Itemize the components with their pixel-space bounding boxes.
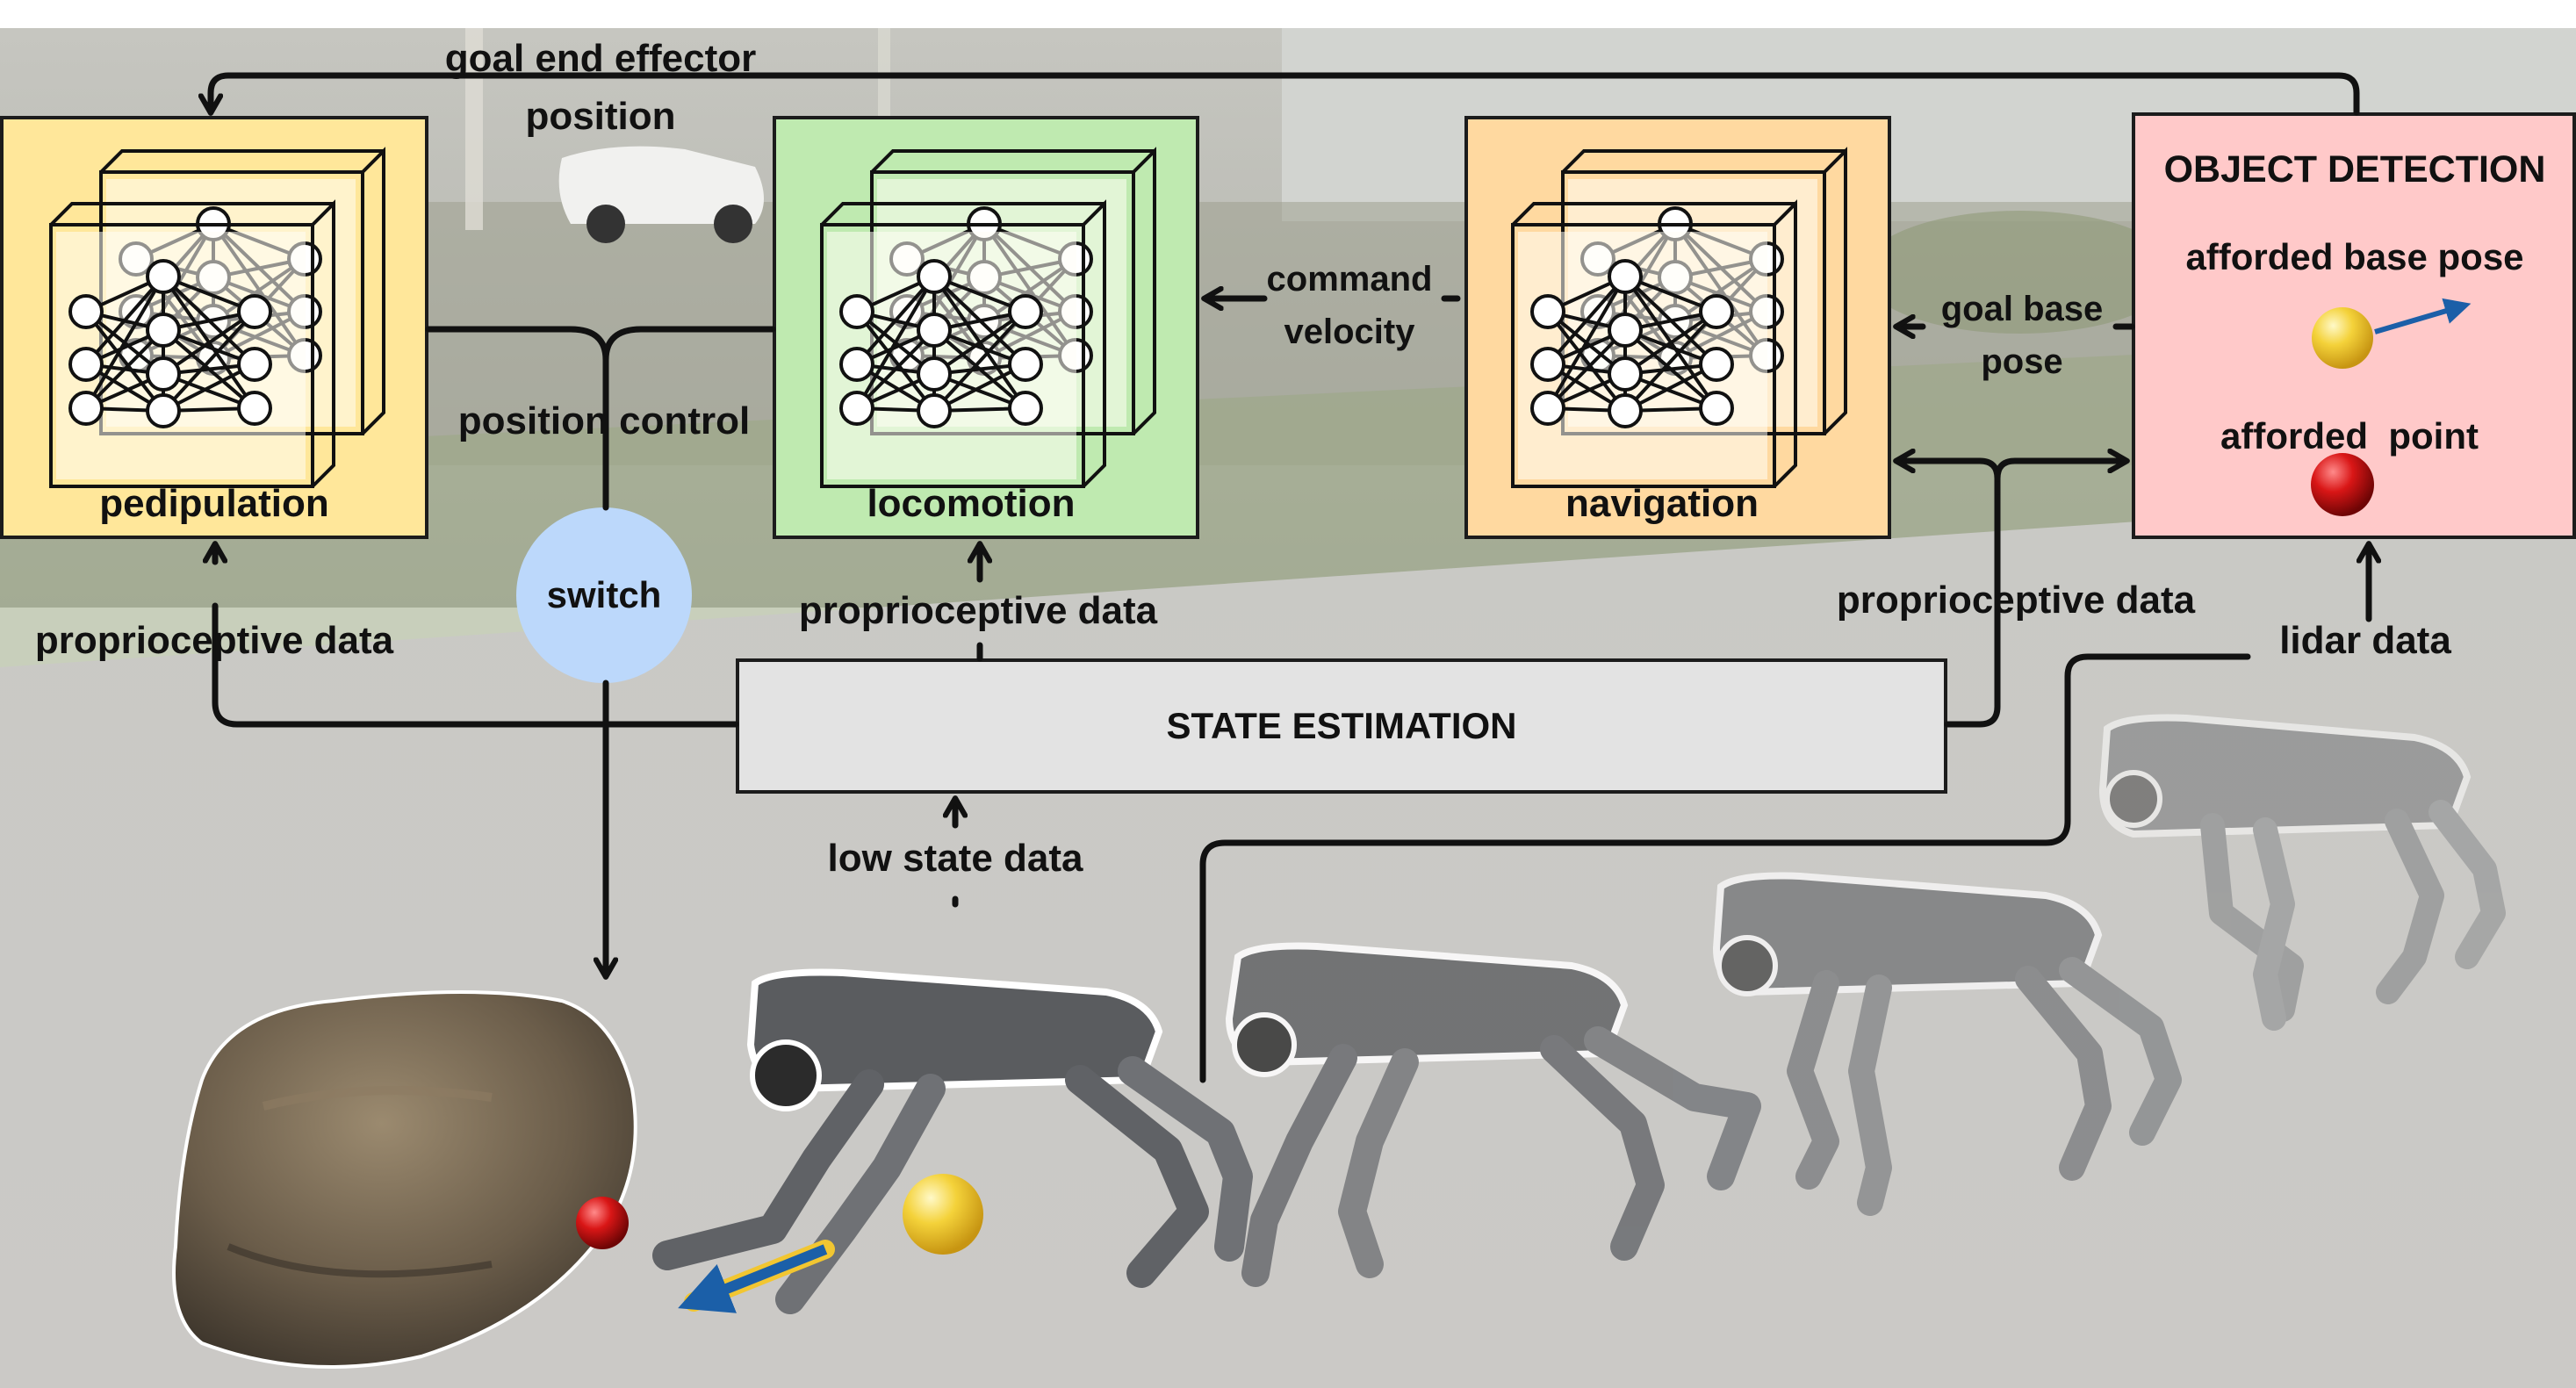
proprioceptive-data-center-label: proprioceptive data <box>798 589 1158 632</box>
robot-dog <box>2098 714 2506 1031</box>
low-state-data-label: low state data <box>827 837 1083 880</box>
command-velocity-line2: velocity <box>1284 313 1415 351</box>
afforded-base-pose-label: afforded base pose <box>2185 236 2524 277</box>
afforded-point-label: afforded point <box>2220 415 2479 457</box>
pedipulation-title: pedipulation <box>99 482 329 525</box>
goal-base-pose-label: goal base pose <box>1941 283 2104 388</box>
command-velocity-line1: command <box>1266 260 1433 298</box>
goal-base-pose-line2: pose <box>1981 342 2063 381</box>
neural-network-icon <box>820 202 1106 488</box>
goal-end-effector-line2: position <box>525 95 676 138</box>
lidar-data-label: lidar data <box>2279 619 2451 662</box>
robot-dog <box>652 968 1253 1314</box>
navigation-title: navigation <box>1565 482 1759 525</box>
goal-end-effector-label: goal end effector position <box>445 30 757 146</box>
goal-end-effector-line1: goal end effector <box>444 37 757 80</box>
neural-network-icon <box>49 202 335 488</box>
command-velocity-label: command velocity <box>1267 253 1433 358</box>
switch-node: switch <box>516 507 692 683</box>
neural-network-icon <box>1511 202 1797 488</box>
goal-base-pose-line1: goal base <box>1940 290 2104 328</box>
position-control-label: position control <box>457 399 751 442</box>
state-estimation-title: STATE ESTIMATION <box>1166 705 1517 746</box>
object-detection-title: OBJECT DETECTION <box>2163 148 2546 191</box>
afforded-point-sphere <box>576 1197 629 1249</box>
proprioceptive-data-right-label: proprioceptive data <box>1836 579 2196 622</box>
locomotion-title: locomotion <box>867 482 1076 525</box>
robot-dog <box>1225 942 1761 1287</box>
robot-dog <box>1712 872 2182 1216</box>
proprioceptive-data-left-label: proprioceptive data <box>34 619 394 662</box>
switch-label: switch <box>546 574 662 615</box>
afforded-base-pose-sphere <box>903 1174 983 1255</box>
